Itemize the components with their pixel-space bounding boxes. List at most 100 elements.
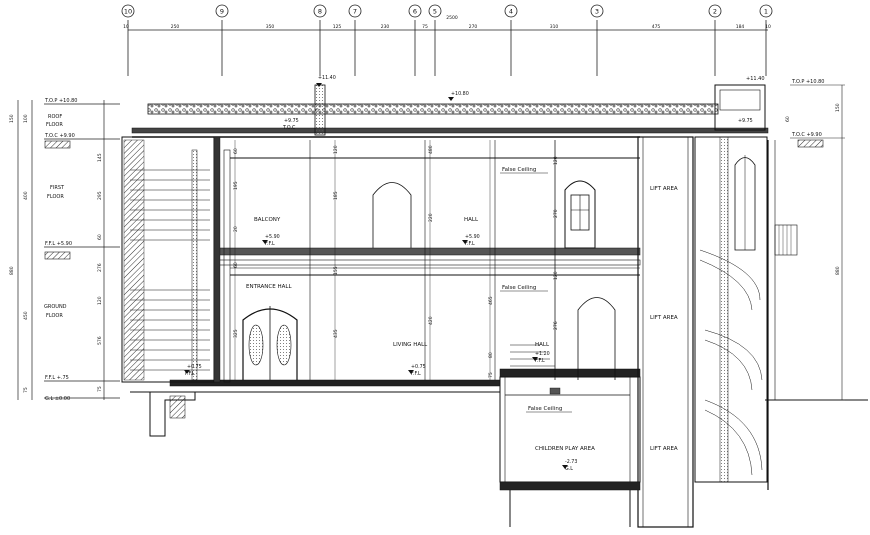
marker-hall-g-ffl: F.F.L	[535, 358, 545, 364]
left-dim-2: 400	[23, 191, 29, 200]
right-dim-2: 880	[835, 266, 841, 275]
inner-dim-a: 60	[233, 148, 239, 154]
false-ceiling-1: False Ceiling	[502, 167, 536, 173]
right-dim-lines	[790, 84, 845, 401]
right-top-label: T.O.P +10.80	[791, 79, 824, 85]
marker-right-small: +9.75	[738, 118, 753, 124]
roof-floor-line1: ROOF	[48, 114, 62, 120]
dim-top-9: 184	[736, 24, 745, 30]
inner-dim-h: 120	[553, 156, 559, 165]
left-dim-4: 75	[23, 387, 29, 393]
left-dim-1: 100	[23, 114, 29, 123]
marker-play-gl: G.L	[565, 466, 573, 472]
inner-dim-k: 325	[233, 329, 239, 338]
dim-top-10: 10	[765, 24, 771, 30]
inner-dim-m: 155	[333, 266, 339, 275]
grid-label-4: 4	[509, 8, 513, 16]
marker-ent-val: +0.75	[187, 364, 202, 370]
hall-first-label: HALL	[464, 217, 479, 223]
false-ceiling-2: False Ceiling	[502, 285, 536, 291]
left-dim-0: 150	[9, 114, 15, 123]
inner-dim-j: 60	[233, 262, 239, 268]
grid-label-5: 5	[433, 8, 437, 16]
lift-top-label: +11.40	[746, 76, 765, 82]
grid-axis	[127, 20, 768, 76]
left-dim-6: 145	[97, 153, 103, 162]
inner-dim-d: 120	[333, 145, 339, 154]
grid-label-6: 6	[413, 8, 417, 16]
dim-top-3: 125	[333, 24, 342, 30]
marker-hall-val: +5.90	[465, 234, 480, 240]
balcony-label: BALCONY	[254, 217, 281, 223]
hall-ground-label: HALL	[535, 342, 550, 348]
inner-dim-n: 80	[488, 352, 494, 358]
inner-dim-g: 220	[428, 213, 434, 222]
inner-dim-i: 270	[553, 209, 559, 218]
right-dim-1: 60	[785, 116, 791, 122]
marker-bal-val: +5.90	[265, 234, 280, 240]
false-ceiling-underlines	[500, 172, 572, 413]
dim-top-5: 75	[422, 24, 428, 30]
building-structure	[121, 84, 868, 528]
dim-top-4: 230	[381, 24, 390, 30]
inner-dim-r: 276	[553, 321, 559, 330]
dim-top-7: 310	[550, 24, 559, 30]
grid-label-2: 2	[713, 8, 717, 16]
left-dim-12: 75	[97, 386, 103, 392]
lift-area-1: LIFT AREA	[650, 186, 678, 192]
ground-floor-line2: FLOOR	[46, 313, 63, 319]
right-dim-0: 150	[835, 103, 841, 112]
gl-label: G.L ±0.00	[45, 396, 70, 402]
marker-hall-ffl: F.F.L	[465, 241, 475, 247]
marker-top-mid: +10.80	[451, 91, 469, 97]
inner-dim-b: 195	[233, 181, 239, 190]
roof-level-hatch	[44, 140, 71, 149]
left-dim-9: 276	[97, 263, 103, 272]
grid-label-9: 9	[220, 8, 224, 16]
left-dim-11: 576	[97, 336, 103, 345]
living-hall-label: LIVING HALL	[393, 342, 428, 348]
marker-play-val: -2.73	[565, 459, 577, 465]
inner-dim-l: 435	[333, 329, 339, 338]
marker-hall-g-val: +1.20	[535, 351, 550, 357]
right-toc-label: T.O.C +9.90	[791, 132, 822, 138]
left-dim-10: 120	[97, 296, 103, 305]
first-floor-line2: FLOOR	[47, 194, 64, 200]
lift-area-2: LIFT AREA	[650, 315, 678, 321]
dim-top-total: 2500	[446, 15, 458, 21]
lift-area-3: LIFT AREA	[650, 446, 678, 452]
left-level-lines	[17, 100, 120, 400]
marker-toc-mid2: T.O.C	[282, 125, 296, 131]
first-level-hatch	[44, 251, 71, 260]
entrance-hall-label: ENTRANCE HALL	[246, 284, 292, 290]
first-floor-line1: FIRST	[50, 185, 65, 191]
roof-toc-label: T.O.C +9.90	[44, 133, 75, 139]
grid-label-7: 7	[353, 8, 357, 16]
inner-dim-p: 465	[488, 296, 494, 305]
marker-toc-mid: +9.75	[284, 118, 299, 124]
dim-top-6: 270	[469, 24, 478, 30]
roof-top-label: T.O.P +10.80	[44, 98, 77, 104]
inner-dim-e: 185	[333, 191, 339, 200]
children-play-label: CHILDREN PLAY AREA	[535, 446, 595, 452]
left-dim-8: 60	[97, 234, 103, 240]
dim-top-0: 10	[123, 24, 129, 30]
ground-ffl-label: F.F.L +.75	[45, 375, 69, 381]
grid-bubbles	[121, 4, 773, 18]
level-marker-triangles	[184, 83, 568, 469]
right-level-hatch	[797, 139, 824, 148]
grid-label-10: 10	[124, 8, 132, 16]
dim-top-2: 350	[266, 24, 275, 30]
first-ffl-label: F.F.L +5.90	[45, 241, 72, 247]
inner-dim-c: 20	[233, 226, 239, 232]
marker-liv-ffl: F.F.L	[411, 371, 421, 377]
inner-dim-o: 420	[428, 316, 434, 325]
dim-top-8: 475	[652, 24, 661, 30]
grid-label-3: 3	[595, 8, 599, 16]
inner-dim-f: 480	[428, 145, 434, 154]
marker-ent-ffl: F.F.L	[185, 371, 195, 377]
inner-dim-s: 75	[488, 372, 494, 378]
grid-label-1: 1	[764, 8, 768, 16]
